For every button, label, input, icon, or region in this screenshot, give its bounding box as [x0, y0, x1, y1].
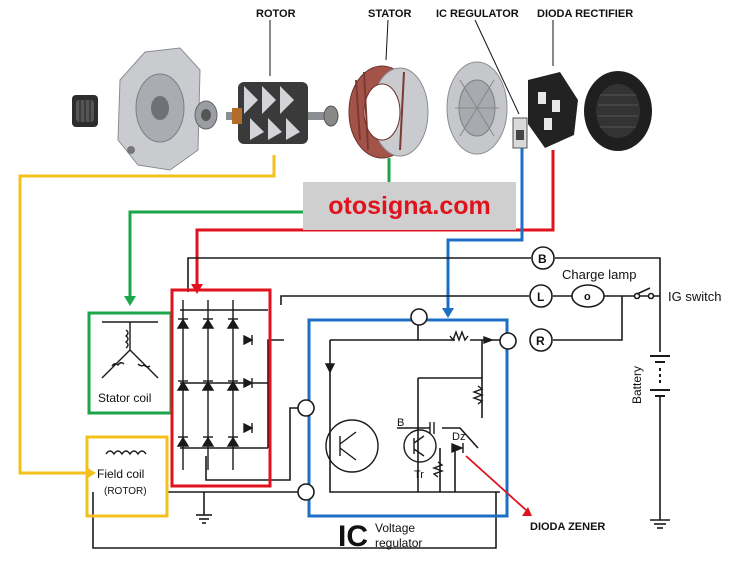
rear-housing-illustration [446, 61, 508, 155]
svg-text:R: R [536, 334, 545, 348]
blue-wire [446, 148, 524, 308]
green-arrow [124, 296, 136, 306]
ic-label-tr: Tr [414, 469, 424, 481]
ig-switch-label: IG switch [668, 289, 721, 304]
svg-text:L: L [537, 290, 544, 304]
svg-text:o: o [584, 291, 591, 303]
ic-regulator-box [307, 318, 509, 518]
header-pointer-lines [269, 19, 554, 115]
terminal-r: R [529, 328, 553, 352]
ic-label-dz: Dz [452, 431, 465, 443]
dioda-zener-label: DIODA ZENER [530, 521, 605, 533]
dioda-zener-pointer [465, 455, 527, 511]
ic-internal-components [324, 330, 494, 478]
ic-big-label: IC [338, 520, 368, 553]
field-coil-label: Field coil [97, 467, 144, 481]
charge-lamp-label: Charge lamp [562, 267, 636, 282]
rear-cover-illustration [584, 71, 652, 151]
terminal-connectors [297, 308, 517, 501]
diode-bridge [176, 300, 254, 470]
blue-arrow [442, 308, 454, 318]
watermark: otosigna.com [303, 182, 516, 230]
rotor-illustration [226, 82, 339, 144]
ig-switch-symbol [633, 287, 655, 300]
field-coil-sub-label: (ROTOR) [104, 486, 147, 497]
charge-lamp: o [571, 284, 605, 308]
terminal-b: B [531, 246, 555, 270]
ic-regulator-caption: regulator [375, 536, 422, 550]
stator-coil-symbol [101, 321, 159, 379]
battery-label: Battery [630, 366, 644, 404]
ic-voltage-label: Voltage [375, 521, 415, 535]
ground-symbol [196, 514, 670, 529]
stator-label: STATOR [368, 8, 411, 20]
svg-text:B: B [538, 252, 547, 266]
dioda-rectifier-illustration [528, 72, 578, 148]
ic-regulator-illustration [512, 117, 528, 149]
circuit-wiring [92, 257, 661, 549]
bearing-illustration [194, 100, 218, 130]
yellow-wire [18, 155, 276, 475]
red-wire [195, 150, 555, 284]
battery-symbol [650, 352, 670, 397]
stator-illustration [348, 65, 429, 159]
front-housing-illustration [117, 47, 201, 171]
terminal-l: L [529, 284, 553, 308]
field-coil-symbol [105, 450, 147, 456]
rectifier-box [170, 288, 272, 488]
dioda-rectifier-label: DIODA RECTIFIER [537, 8, 633, 20]
dioda-zener-arrow [522, 507, 532, 516]
rotor-label: ROTOR [256, 8, 296, 20]
field-coil-box [85, 435, 169, 518]
stator-coil-label: Stator coil [98, 391, 151, 405]
pulley-illustration [72, 95, 98, 127]
ic-regulator-label: IC REGULATOR [436, 8, 519, 20]
ic-label-b: B [397, 417, 404, 429]
